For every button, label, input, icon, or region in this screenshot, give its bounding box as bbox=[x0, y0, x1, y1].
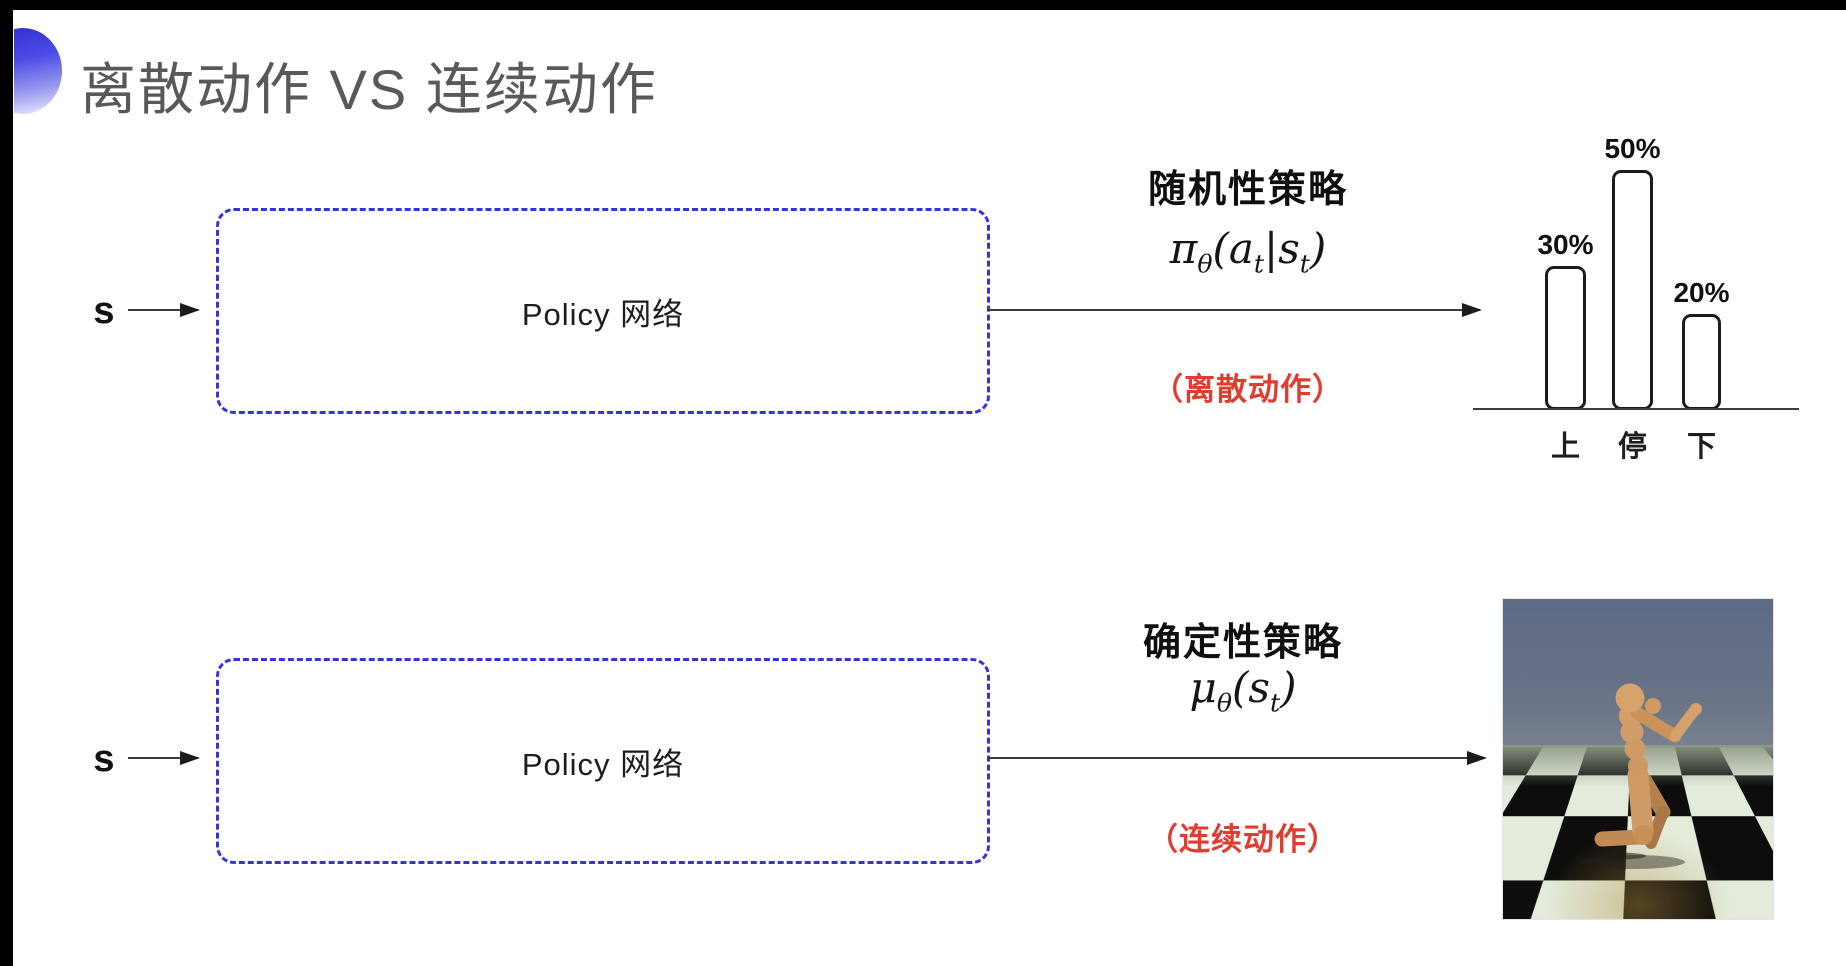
formula-symbol: μ bbox=[1189, 663, 1217, 712]
robot-body bbox=[1594, 683, 1702, 849]
formula-close-paren: ) bbox=[1280, 663, 1297, 712]
formula-arg2: s bbox=[1278, 224, 1300, 273]
continuous-action-note: （连续动作） bbox=[1147, 822, 1339, 857]
formula-arg1: a bbox=[1228, 224, 1254, 273]
state-input-label-bottom: s bbox=[93, 738, 115, 780]
action-bar-chart: 30% 上 50% 停 20% 下 bbox=[1473, 100, 1799, 463]
formula-arg1: s bbox=[1248, 663, 1270, 712]
stochastic-policy-formula: πθ(at|st) bbox=[1073, 224, 1423, 278]
probability-bar: 50% 停 bbox=[1604, 133, 1660, 463]
deterministic-policy-title: 确定性策略 bbox=[1142, 622, 1343, 664]
formula-open-paren: ( bbox=[1212, 224, 1229, 273]
humanoid-figure bbox=[1581, 683, 1702, 869]
formula-arg1-sub: t bbox=[1253, 249, 1265, 279]
bar-category-label: 停 bbox=[1617, 431, 1648, 463]
screen-bezel-top bbox=[0, 0, 1846, 10]
formula-symbol: π bbox=[1169, 224, 1198, 273]
bar-value-label: 30% bbox=[1537, 229, 1594, 260]
policy-network-box-top: Policy 网络 bbox=[216, 208, 990, 414]
probability-bar: 30% 上 bbox=[1537, 229, 1593, 463]
bar-chart-axis bbox=[1473, 408, 1799, 410]
probability-bar: 20% 下 bbox=[1673, 277, 1729, 463]
formula-arg1-sub: t bbox=[1269, 688, 1281, 718]
formula-separator: | bbox=[1264, 224, 1279, 273]
deterministic-policy-formula: μθ(st) bbox=[1068, 663, 1418, 717]
bar-category-label: 下 bbox=[1686, 431, 1717, 463]
page-title: 离散动作 VS 连续动作 bbox=[80, 58, 658, 121]
formula-symbol-sub: θ bbox=[1197, 249, 1213, 279]
state-input-label-top: s bbox=[93, 290, 115, 332]
slide-bullet-icon bbox=[14, 28, 62, 114]
policy-network-box-bottom: Policy 网络 bbox=[216, 658, 990, 864]
stochastic-policy-title: 随机性策略 bbox=[1147, 169, 1348, 211]
formula-close-paren: ) bbox=[1309, 224, 1327, 273]
humanoid-robot-image bbox=[1502, 598, 1774, 920]
bar-value-label: 20% bbox=[1673, 277, 1730, 308]
formula-arg2-sub: t bbox=[1299, 249, 1310, 279]
formula-symbol-sub: θ bbox=[1216, 688, 1232, 718]
blue-sphere-icon bbox=[14, 28, 62, 114]
policy-network-label-bottom: Policy 网络 bbox=[521, 746, 685, 782]
bar-category-label: 上 bbox=[1550, 431, 1581, 463]
policy-network-label-top: Policy 网络 bbox=[521, 296, 685, 332]
discrete-action-note: （离散动作） bbox=[1152, 372, 1344, 407]
bar-value-label: 50% bbox=[1604, 133, 1661, 164]
screen-bezel-left bbox=[0, 0, 13, 966]
formula-open-paren: ( bbox=[1232, 663, 1249, 712]
